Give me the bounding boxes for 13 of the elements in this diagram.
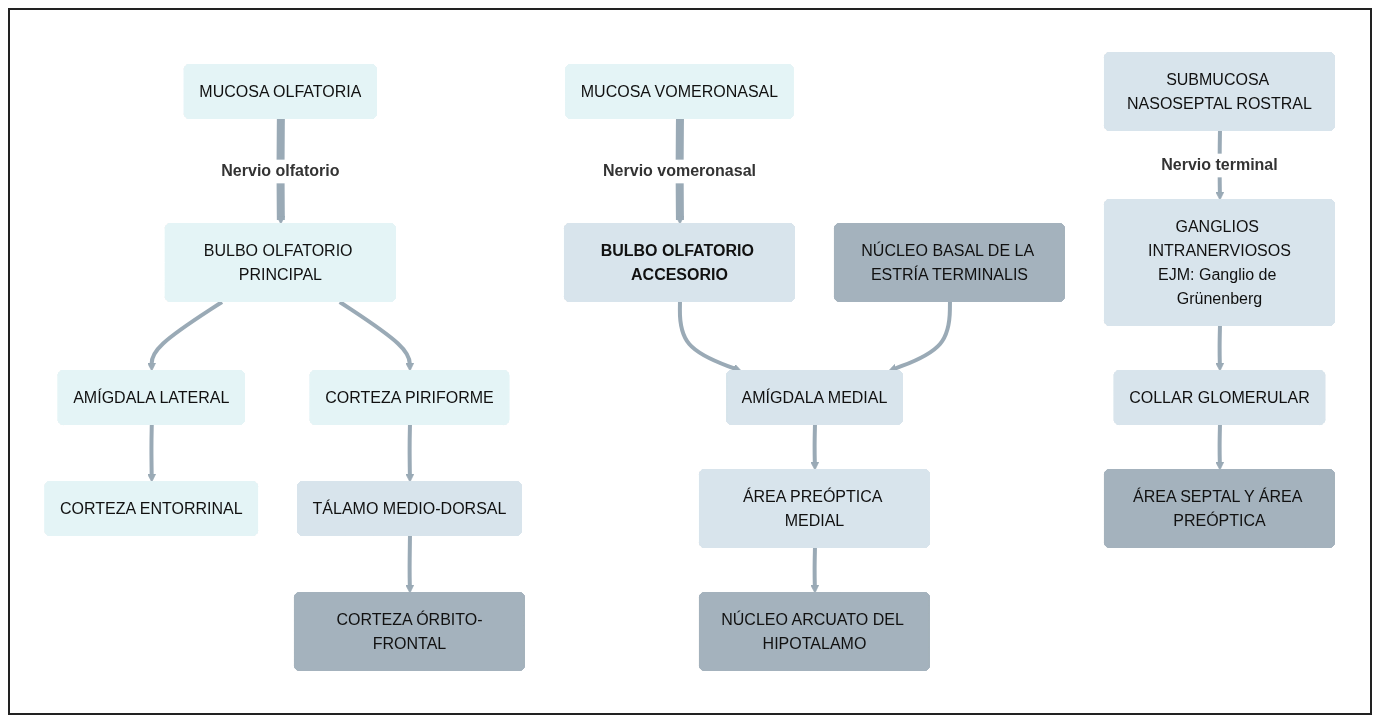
edge-label: Nervio terminal (1161, 156, 1278, 174)
arrow (405, 424, 415, 483)
arrow (678, 301, 742, 373)
arrow (1215, 424, 1225, 471)
arrow (1215, 325, 1225, 372)
edge-label: Nervio vomeronasal (603, 162, 757, 180)
arrow (810, 424, 820, 471)
arrow (147, 300, 224, 372)
arrow (405, 535, 415, 594)
arrow (338, 300, 415, 372)
edge-label: Nervio olfatorio (221, 162, 340, 180)
arrow (810, 547, 820, 594)
arrow (147, 424, 157, 483)
